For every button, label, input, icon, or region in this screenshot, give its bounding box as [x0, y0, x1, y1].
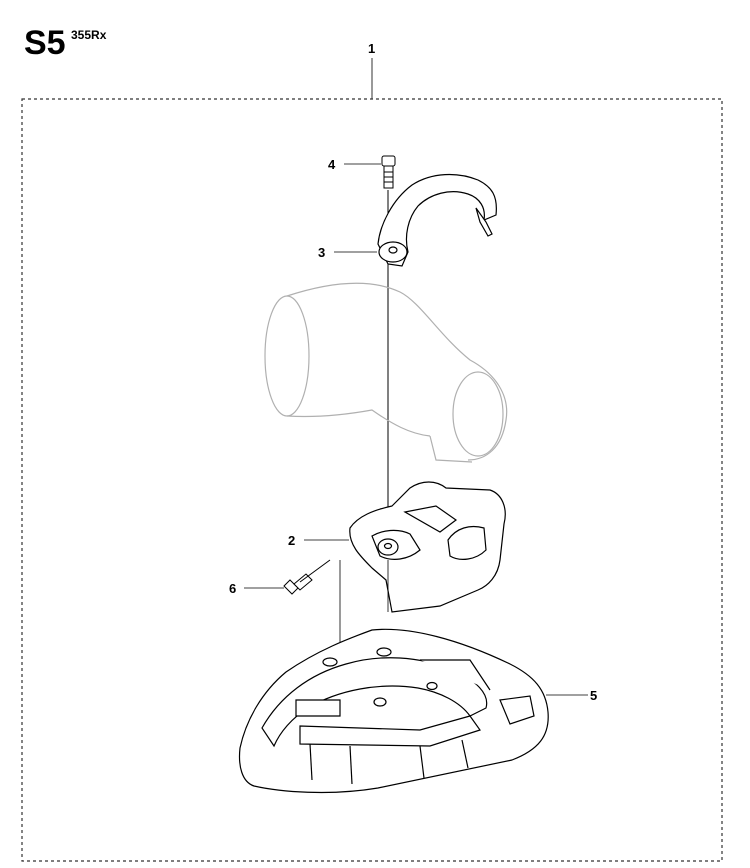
bracket-part-2	[349, 481, 506, 613]
section-title: S5	[24, 24, 66, 62]
callout-1: 1	[368, 41, 376, 56]
clamp-part-3	[377, 173, 497, 267]
callout-6: 6	[229, 581, 237, 596]
callout-2: 2	[288, 533, 296, 548]
callout-3: 3	[318, 245, 326, 260]
shaft-tube-reference	[264, 282, 508, 463]
callout-5: 5	[590, 688, 598, 703]
screw-part-4	[381, 155, 396, 189]
screw-part-6	[283, 559, 331, 595]
guard-part-5	[238, 628, 549, 794]
callout-4: 4	[328, 157, 336, 172]
model-label: 355Rx	[71, 28, 107, 42]
